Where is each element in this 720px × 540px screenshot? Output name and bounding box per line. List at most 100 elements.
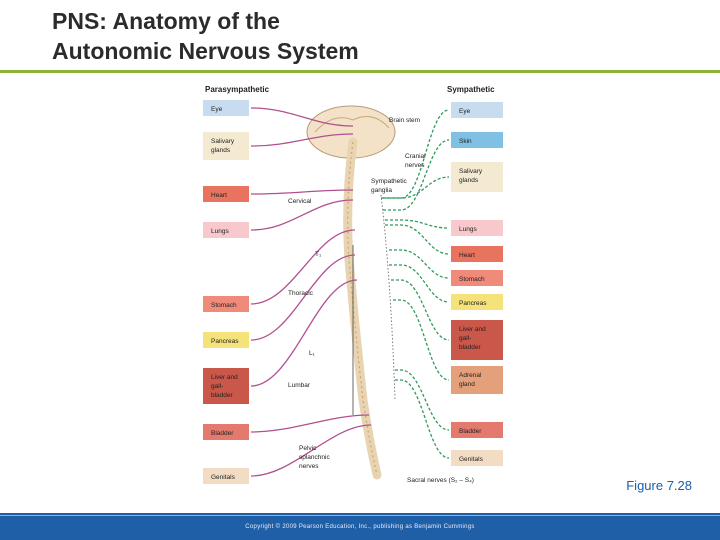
para-organ-2-box [203,186,249,202]
sym-organ-1-box [451,132,503,148]
sym-nerve-0 [381,109,450,199]
para-organ-8-label: Genitals [211,474,236,481]
sympathetic-heading: Sympathetic [447,85,495,94]
label-pelvic-3: nerves [299,463,319,470]
label-cervical: Cervical [288,198,312,205]
para-organ-0-box [203,100,249,116]
sympathetic-chain [380,194,396,401]
sym-organ-6-box [451,294,503,310]
label-sympathetic-ganglia-2: ganglia [371,187,392,194]
para-organ-8-box [203,468,249,484]
sym-organ-4-label: Heart [459,252,475,259]
sym-organ-5-box [451,270,503,286]
sym-organ-1-label: Skin [459,138,472,145]
sym-organ-10-box [451,450,503,466]
para-organ-8: Genitals [203,468,249,484]
para-organ-0: Eye [203,100,249,116]
para-organ-0-label: Eye [211,106,223,113]
sym-organ-0-label: Eye [459,108,471,115]
sym-organ-7-box [451,320,503,360]
label-t1: T₁ [315,251,322,258]
sym-organ-1: Skin [451,132,503,148]
sym-organ-9-label: Bladder [459,428,482,435]
sym-nerve-8 [393,299,450,381]
sym-nerve-1 [383,139,450,211]
sym-organ-9: Bladder [451,422,503,438]
title-line-2: Autonomic Nervous System [52,38,359,64]
footer-bar [0,513,720,540]
label-pelvic-2: splanchnic [299,454,330,461]
para-organ-4-box [203,296,249,312]
parasympathetic-heading: Parasympathetic [205,85,270,94]
sym-organ-10: Genitals [451,450,503,466]
para-organ-5-label: Pancreas [211,338,239,345]
para-organ-5-box [203,332,249,348]
sym-nerve-3 [385,219,450,229]
copyright-notice: Copyright © 2009 Pearson Education, Inc.… [245,524,475,530]
label-brain-stem: Brain stem [389,117,420,124]
label-lumbar: Lumbar [288,382,311,389]
slide-title: PNS: Anatomy of the Autonomic Nervous Sy… [52,6,359,66]
label-sacral-nerves: Sacral nerves (S₂ – S₄) [407,477,474,484]
para-nerve-5 [250,254,356,341]
para-organ-5: Pancreas [203,332,249,348]
para-nerve-4 [250,229,356,305]
para-organ-1-box [203,132,249,160]
para-nerve-7 [250,414,370,433]
sym-nerve-6 [389,264,450,303]
footer-line [0,515,720,516]
para-organ-3-box [203,222,249,238]
para-nerve-0 [250,107,354,127]
sym-nerve-5 [389,249,450,279]
sym-nerve-2 [383,176,450,199]
sym-organ-6-label: Pancreas [459,300,487,307]
para-nerve-1 [250,133,354,147]
sym-organ-0-box [451,102,503,118]
label-cranial-nerves-1: Cranial [405,153,426,160]
para-organ-4-label: Stomach [211,302,237,309]
sym-organ-9-box [451,422,503,438]
sym-nerve-9 [395,369,450,431]
sym-nerve-7 [391,279,450,341]
sym-organ-5-label: Stomach [459,276,485,283]
sym-organ-8-box [451,366,503,394]
sym-organ-4-box [451,246,503,262]
para-nerve-6 [250,279,358,387]
sym-organ-2-box [451,162,503,192]
para-organ-7-label: Bladder [211,430,234,437]
sym-organ-3-box [451,220,503,236]
para-nerve-8 [250,424,372,477]
sym-nerve-4 [385,224,450,255]
label-thoracic: Thoracic [288,290,314,297]
title-line-1: PNS: Anatomy of the [52,8,280,34]
sym-organ-0: Eye [451,102,503,118]
para-nerve-3 [250,199,354,231]
label-l1: L₁ [309,350,316,357]
nerve-paths [250,107,450,477]
label-pelvic-1: Pelvic [299,445,317,452]
sym-organ-6: Pancreas [451,294,503,310]
title-divider [0,70,720,73]
para-organ-3: Lungs [203,222,249,238]
sym-organ-3: Lungs [451,220,503,236]
para-organ-6-box [203,368,249,404]
sym-organ-10-label: Genitals [459,456,484,463]
para-organ-7: Bladder [203,424,249,440]
annotations: Brain stem Cranial nerves Sympathetic ga… [288,117,474,484]
sym-organ-3-label: Lungs [459,226,477,233]
brain-and-spinal-cord [306,105,396,480]
